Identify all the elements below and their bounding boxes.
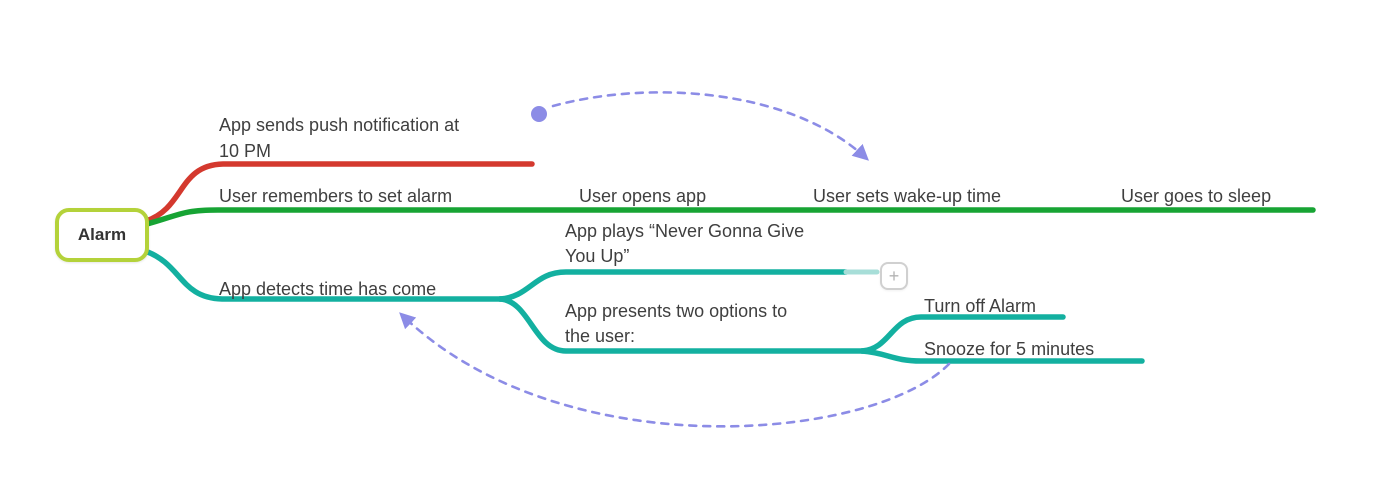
- branch-set-alarm-line: [144, 207, 1316, 227]
- topic-app-plays-song[interactable]: App plays “Never Gonna Give You Up”: [565, 219, 804, 269]
- branch-snooze-line: [859, 348, 1145, 364]
- branch-detect-line: [142, 248, 505, 302]
- topic-app-presents-options-line1: App presents two options to: [565, 301, 788, 321]
- topic-push-notification-line2: 10 PM: [219, 141, 272, 161]
- topic-app-presents-options-line2: the user:: [565, 326, 636, 346]
- topic-user-sets-wakeup[interactable]: User sets wake-up time: [813, 186, 1002, 206]
- topic-user-remembers[interactable]: User remembers to set alarm: [219, 186, 453, 206]
- relationship-arrow-notification-to-wakeup[interactable]: [551, 91, 869, 161]
- branch-notification-line: [143, 161, 535, 224]
- topic-app-detects-time[interactable]: App detects time has come: [219, 279, 437, 299]
- relationship-start-dot[interactable]: [531, 106, 547, 122]
- branch-turn-off-line: [859, 314, 1066, 354]
- root-node-alarm[interactable]: Alarm: [55, 208, 149, 262]
- topic-user-goes-sleep[interactable]: User goes to sleep: [1121, 186, 1272, 206]
- topic-user-opens-app[interactable]: User opens app: [579, 186, 707, 206]
- branch-presents-line: [497, 296, 867, 354]
- topic-app-plays-song-line2: You Up”: [565, 246, 630, 266]
- topic-app-presents-options[interactable]: App presents two options to the user:: [565, 299, 787, 349]
- collapse-button[interactable]: +: [880, 262, 908, 290]
- topic-push-notification[interactable]: App sends push notification at 10 PM: [219, 112, 459, 164]
- topic-app-plays-song-line1: App plays “Never Gonna Give: [565, 221, 805, 241]
- topic-snooze[interactable]: Snooze for 5 minutes: [924, 339, 1095, 359]
- topic-turn-off-alarm[interactable]: Turn off Alarm: [924, 296, 1037, 316]
- topic-push-notification-line1: App sends push notification at: [219, 115, 460, 135]
- relationship-arrow-snooze-to-detect[interactable]: [399, 312, 951, 428]
- branch-plays-line: [497, 269, 849, 302]
